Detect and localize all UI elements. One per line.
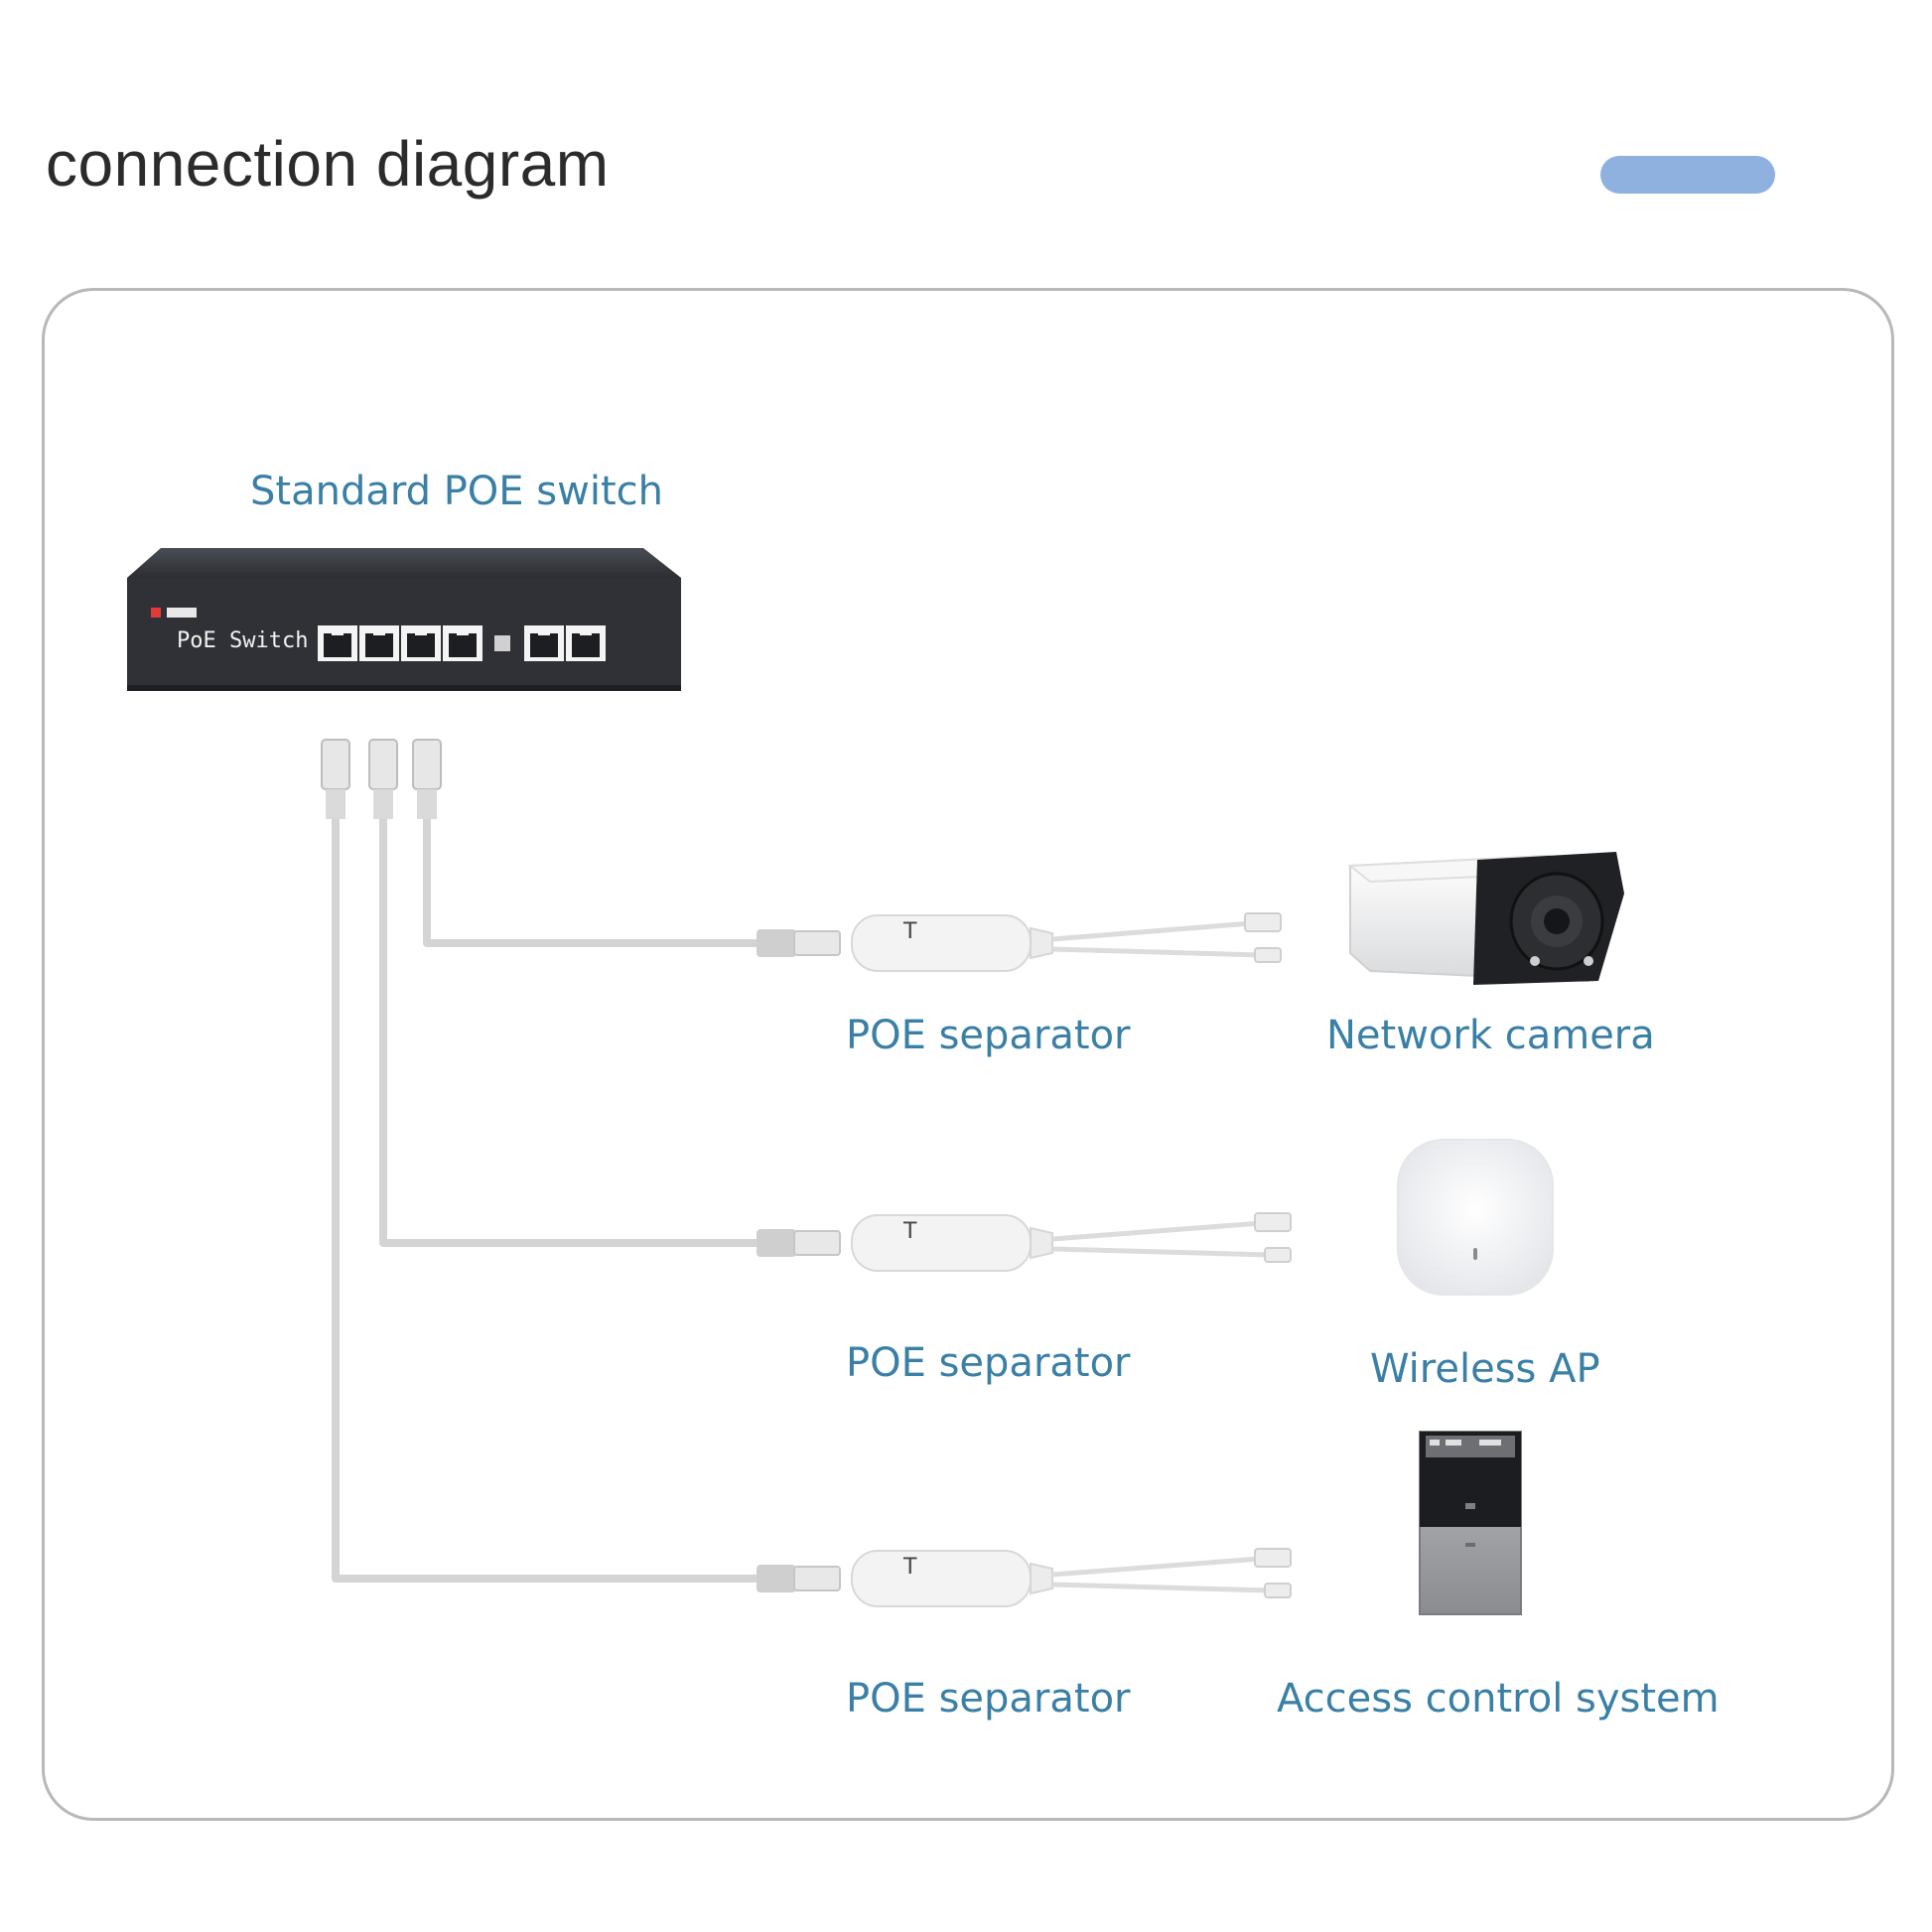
separator-label-3: POE separator	[846, 1676, 1131, 1722]
cable-branch-2	[379, 816, 759, 1247]
access-control-panel-icon	[1419, 1431, 1522, 1615]
poe-switch-icon: PoE Switch	[127, 548, 681, 691]
rj45-plug-icon	[412, 739, 442, 819]
poe-port-icon	[318, 625, 357, 661]
separator-label-1: POE separator	[846, 1013, 1131, 1058]
switch-ports	[318, 625, 606, 661]
device-label-access-control: Access control system	[1277, 1676, 1720, 1722]
diagram-panel	[42, 288, 1894, 1821]
svg-text:T: T	[902, 1219, 917, 1244]
accent-bar	[1600, 156, 1775, 194]
bullet-camera-icon	[1347, 852, 1624, 985]
svg-text:T: T	[902, 1555, 917, 1580]
separator-label-2: POE separator	[846, 1340, 1131, 1386]
switch-label: Standard POE switch	[250, 469, 663, 514]
patch-cables	[332, 816, 759, 1583]
rj45-plug-icon	[321, 739, 350, 819]
poe-port-icon	[443, 625, 483, 661]
rj45-plugs-top	[321, 739, 442, 819]
poe-separator-icon: T	[757, 1548, 1292, 1607]
device-label-ap: Wireless AP	[1370, 1346, 1600, 1392]
poe-port-icon	[401, 625, 441, 661]
uplink-port-icon	[524, 625, 564, 661]
wireless-ap-icon	[1397, 1139, 1554, 1296]
svg-text:T: T	[902, 919, 917, 944]
rj45-plug-icon	[368, 739, 398, 819]
switch-panel-text: PoE Switch	[177, 628, 308, 653]
poe-port-icon	[359, 625, 399, 661]
device-label-camera: Network camera	[1326, 1013, 1655, 1058]
uplink-port-icon	[566, 625, 606, 661]
page-title: connection diagram	[46, 128, 610, 200]
poe-separator-icon: T	[757, 1212, 1292, 1272]
cable-branch-1	[423, 816, 759, 947]
cable-branch-3	[332, 816, 759, 1583]
poe-separator-icon: T	[757, 912, 1282, 972]
